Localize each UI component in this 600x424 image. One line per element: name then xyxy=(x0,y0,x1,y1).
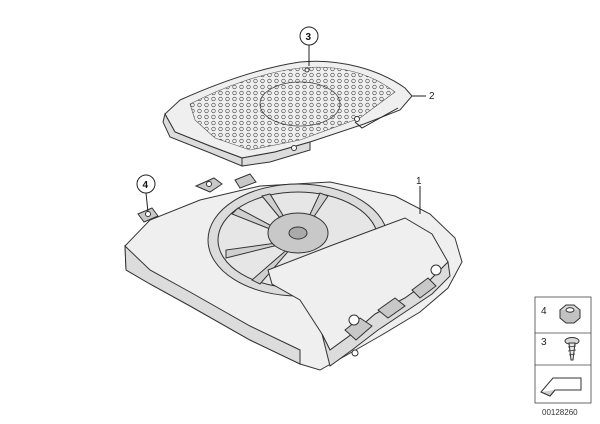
callout-label-3: 3 xyxy=(306,32,312,43)
callout-label-2: 2 xyxy=(429,91,435,102)
legend-item-screw: 3 xyxy=(541,337,580,361)
legend-item-nut: 4 xyxy=(541,304,581,324)
callout-3: 3 xyxy=(299,26,319,66)
subwoofer-housing xyxy=(124,173,463,371)
leader-line-4 xyxy=(145,192,149,213)
diagram-number: 00128260 xyxy=(542,408,578,417)
callout-2: 2 xyxy=(412,91,435,102)
callout-label-1: 1 xyxy=(416,176,422,187)
nut-icon xyxy=(559,304,581,324)
fastener-legend: 4 3 xyxy=(534,296,592,404)
callout-1: 1 xyxy=(416,176,422,214)
callout-4: 4 xyxy=(136,174,156,213)
speaker-grille-cover xyxy=(162,60,413,167)
callout-label-4: 4 xyxy=(143,180,149,191)
legend-label-nut: 4 xyxy=(541,306,547,317)
screw-icon xyxy=(564,337,580,361)
arrow-icon xyxy=(540,377,582,397)
legend-label-screw: 3 xyxy=(541,337,547,348)
